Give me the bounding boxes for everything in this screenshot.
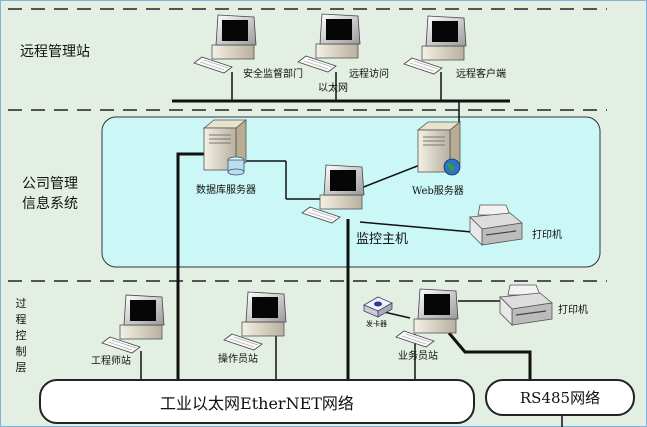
db-server-icon — [203, 119, 247, 176]
company-printer-label: 打印机 — [532, 230, 562, 241]
web-server-label: Web服务器 — [412, 186, 464, 197]
business-station-label: 业务员站 — [398, 351, 438, 362]
ethernet-bus: 工业以太网EtherNET网络 — [39, 379, 475, 424]
web-server-icon — [417, 121, 461, 176]
process-zone-title: 过 程 控 制 层 — [15, 297, 27, 374]
engineer-station-icon — [101, 294, 165, 354]
remote-node-label: 远程客户端 — [456, 69, 506, 80]
business-station-icon — [395, 288, 459, 348]
monitor-host-label: 监控主机 — [356, 232, 409, 247]
engineer-station-label: 工程师站 — [91, 356, 131, 367]
remote-zone-title: 远程管理站 — [20, 44, 90, 60]
db-server-label: 数据库服务器 — [196, 185, 256, 196]
card-issuer-icon — [363, 296, 393, 318]
remote-pc-security — [193, 14, 257, 74]
remote-pc-client — [403, 15, 467, 75]
remote-node-label: 远程访问 — [349, 69, 389, 80]
rs485-bus: RS485网络 — [485, 379, 635, 416]
remote-pc-access — [297, 13, 361, 73]
operator-station-label: 操作员站 — [218, 354, 258, 365]
company-zone-title-line1: 公司管理 — [22, 176, 78, 192]
company-zone-title-line2: 信息系统 — [22, 196, 78, 212]
process-printer-icon — [499, 284, 553, 326]
remote-node-label: 安全监督部门 — [243, 69, 303, 80]
process-printer-label: 打印机 — [558, 305, 588, 316]
card-issuer-label: 发卡器 — [366, 320, 387, 328]
ethernet-label: 以太网 — [318, 83, 348, 94]
